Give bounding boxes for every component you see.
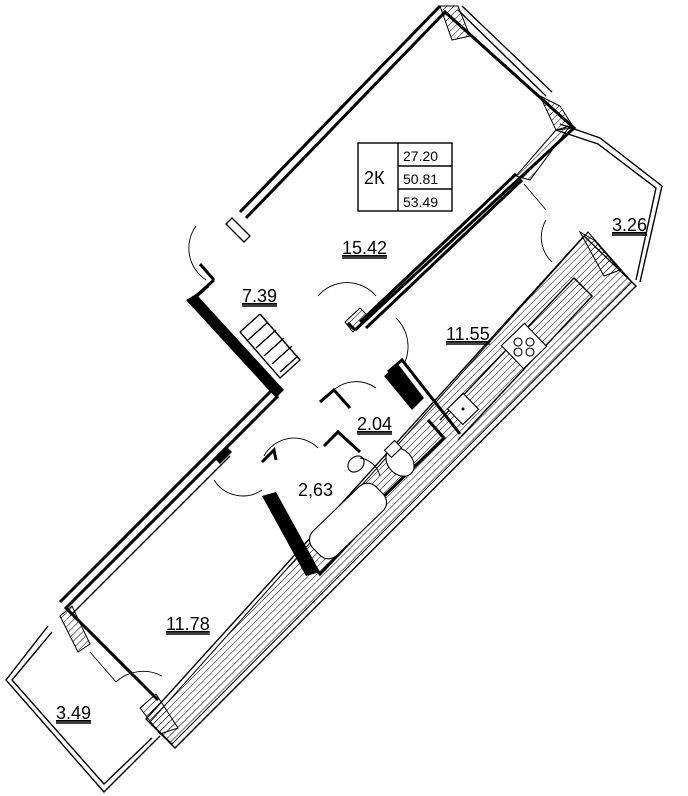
hall-area: 7.39 bbox=[242, 286, 277, 306]
kitchen-counter bbox=[439, 276, 593, 441]
room-bottom-walls bbox=[58, 388, 280, 735]
window-large-room bbox=[457, 5, 553, 97]
stove-icon bbox=[500, 322, 548, 370]
bathtub-icon bbox=[308, 482, 388, 560]
storage-shelves bbox=[239, 313, 301, 379]
balcony-top bbox=[515, 123, 663, 283]
bathroom-walls bbox=[260, 446, 388, 577]
room-large-area: 15.42 bbox=[342, 238, 387, 258]
area-with-balconies: 53.49 bbox=[403, 194, 438, 210]
balcony-top-area: 3.26 bbox=[612, 215, 647, 235]
kitchen-walls bbox=[358, 172, 621, 435]
rooms-code: 2К bbox=[364, 168, 385, 188]
door-swings bbox=[89, 183, 553, 683]
window-bottom-room bbox=[69, 455, 231, 617]
hall-walls bbox=[186, 263, 284, 398]
area-summary: 2К 27.20 50.81 53.49 bbox=[357, 142, 453, 212]
washbasin-icon bbox=[347, 455, 365, 473]
total-area: 50.81 bbox=[403, 171, 438, 187]
balcony-bottom bbox=[5, 625, 161, 794]
kitchen-area: 11.55 bbox=[446, 324, 490, 344]
toilet-walls bbox=[319, 387, 447, 502]
living-area: 27.20 bbox=[403, 148, 438, 164]
balcony-bottom-area: 3.49 bbox=[56, 703, 91, 723]
bathroom-area: 2,63 bbox=[298, 480, 333, 500]
toilet-area: 2.04 bbox=[357, 414, 392, 434]
room-bottom-area: 11.78 bbox=[166, 614, 210, 634]
